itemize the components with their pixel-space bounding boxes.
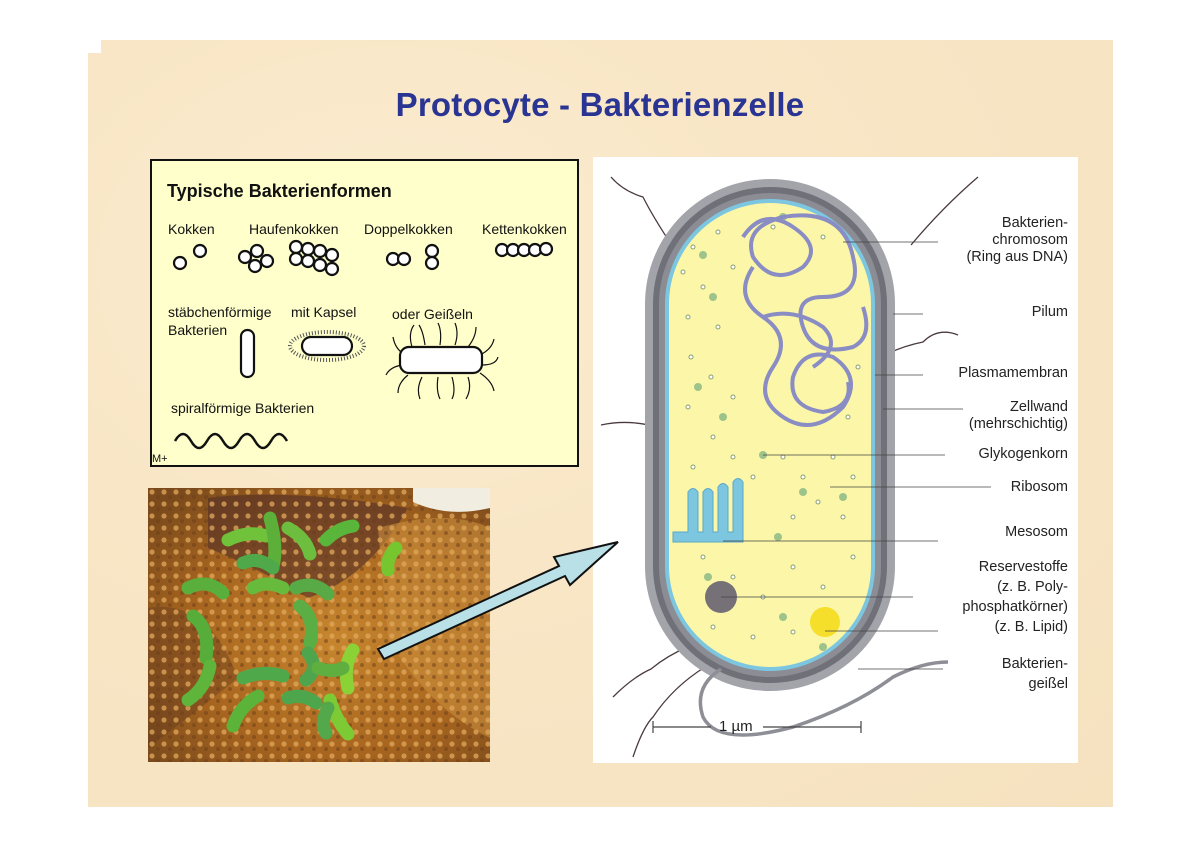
coccus-icon (172, 243, 208, 271)
bacteria-forms-panel: Typische Bakterienformen Kokken Haufenko… (150, 159, 579, 467)
pilus-bottomleft-1 (612, 646, 689, 698)
scale-bar (652, 721, 862, 733)
label-haufenkokken: Haufenkokken (249, 221, 339, 237)
slide-title: Protocyte - Bakterienzelle (395, 86, 805, 123)
label-mesosom: Mesosom (1005, 524, 1068, 540)
capsule-bacterium-icon (288, 330, 366, 362)
mesosome (672, 478, 744, 543)
label-chromosome: Bakterien- chromosom (Ring aus DNA) (966, 215, 1068, 265)
label-pilum: Pilum (1031, 304, 1068, 320)
label-doppelkokken: Doppelkokken (364, 221, 453, 237)
diplococcus-icon (385, 243, 440, 271)
slide-notch (88, 40, 101, 53)
label-kokken: Kokken (168, 221, 215, 237)
label-plasmamembran: Plasmamembran (958, 365, 1068, 381)
label-staebchen-2: Bakterien (168, 322, 228, 338)
label-geisseln: oder Geißeln (392, 306, 473, 322)
forms-panel-title: Typische Bakterienformen (167, 181, 392, 201)
pilus-topleft (610, 176, 674, 248)
staphylococcus-icon (237, 239, 340, 277)
helicobacter-micrograph-image (148, 488, 490, 762)
dna-chromosome (741, 213, 869, 427)
label-ribosom: Ribosom (1010, 479, 1068, 495)
spiral-bacterium-icon (173, 432, 289, 450)
label-reservestoffe: Reservestoffe (z. B. Poly- phosphatkörne… (962, 559, 1068, 635)
pilus-topright (910, 176, 979, 246)
streptococcus-icon (494, 241, 554, 258)
label-staebchen-1: stäbchenförmige (168, 304, 272, 320)
label-geissel: Bakterien- geißel (1001, 656, 1068, 692)
label-glykogenkorn: Glykogenkorn (978, 446, 1068, 462)
sem-micrograph (148, 488, 490, 762)
label-kettenkokken: Kettenkokken (482, 221, 567, 237)
scale-bar-label: 1 µm (719, 718, 753, 735)
pilus-bottomleft-2 (632, 666, 706, 758)
cytoplasm (669, 203, 871, 667)
lipid-droplet (810, 607, 840, 637)
bacteria-forms-drawings (172, 239, 554, 450)
rod-bacterium-icon (239, 328, 256, 379)
label-kapsel: mit Kapsel (291, 304, 357, 320)
label-spiral: spiralförmige Bakterien (171, 400, 315, 416)
credit-label: M+ (152, 453, 168, 465)
flagellated-bacterium-icon (385, 322, 499, 400)
label-zellwand: Zellwand (mehrschichtig) (968, 399, 1068, 432)
cell-diagram-panel: 1 µm Bakterien- chromosom (Ring aus DNA)… (593, 157, 1078, 763)
bacterial-cell-illustration (600, 176, 991, 758)
